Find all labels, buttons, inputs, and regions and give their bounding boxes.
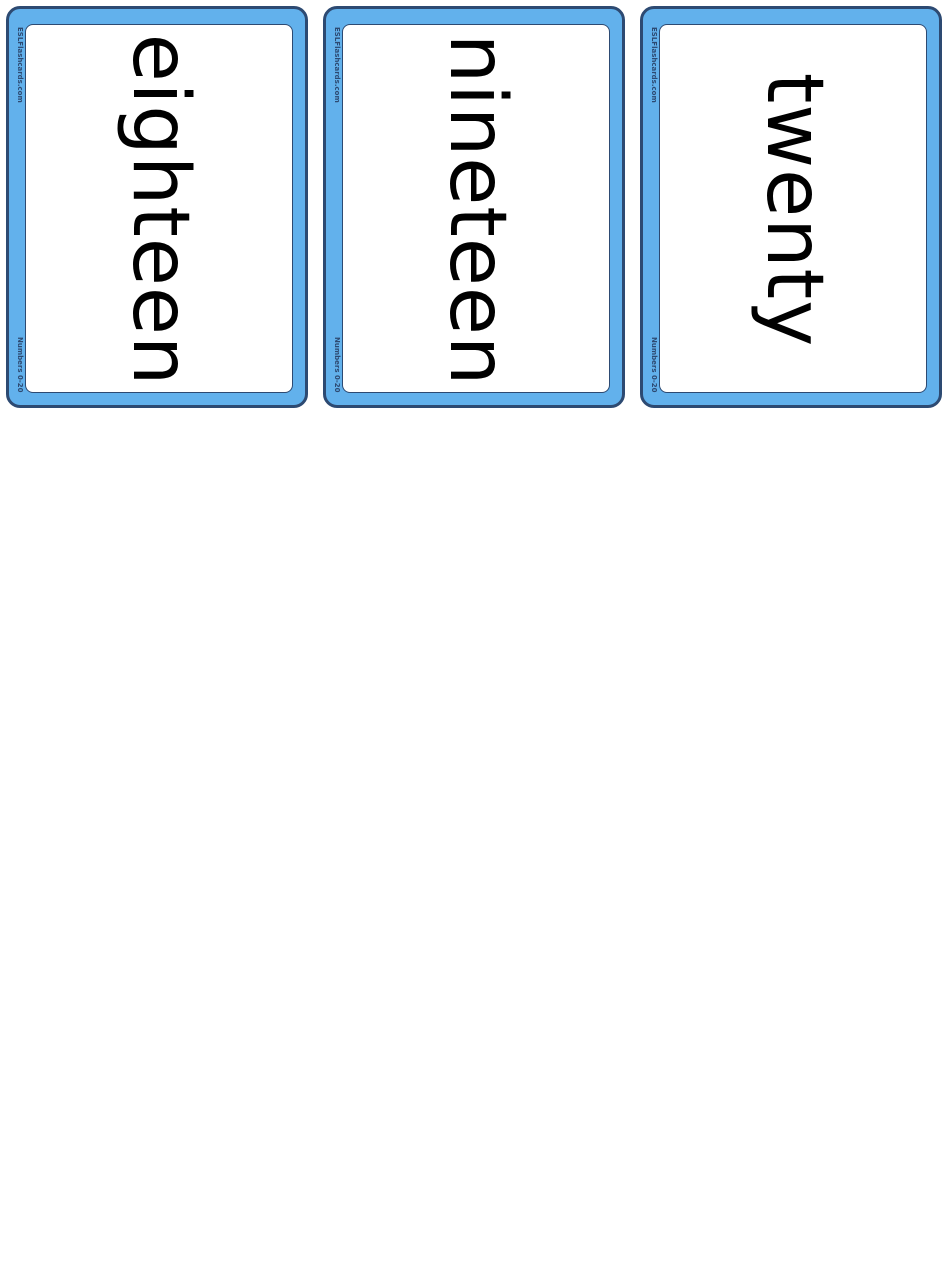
flashcard-twenty: ESLFlashcards.com Numbers 0-20 twenty bbox=[640, 6, 942, 408]
topic-label: Numbers 0-20 bbox=[16, 337, 24, 393]
site-label: ESLFlashcards.com bbox=[650, 27, 658, 103]
site-label: ESLFlashcards.com bbox=[333, 27, 341, 103]
card-word: nineteen bbox=[432, 33, 522, 386]
topic-label: Numbers 0-20 bbox=[333, 337, 341, 393]
topic-label: Numbers 0-20 bbox=[650, 337, 658, 393]
card-face: twenty bbox=[659, 24, 927, 393]
card-word: eighteen bbox=[115, 33, 205, 386]
card-face: eighteen bbox=[25, 24, 293, 393]
card-word: twenty bbox=[749, 72, 839, 347]
card-face: nineteen bbox=[342, 24, 610, 393]
site-label: ESLFlashcards.com bbox=[16, 27, 24, 103]
flashcard-nineteen: ESLFlashcards.com Numbers 0-20 nineteen bbox=[323, 6, 625, 408]
flashcard-eighteen: ESLFlashcards.com Numbers 0-20 eighteen bbox=[6, 6, 308, 408]
